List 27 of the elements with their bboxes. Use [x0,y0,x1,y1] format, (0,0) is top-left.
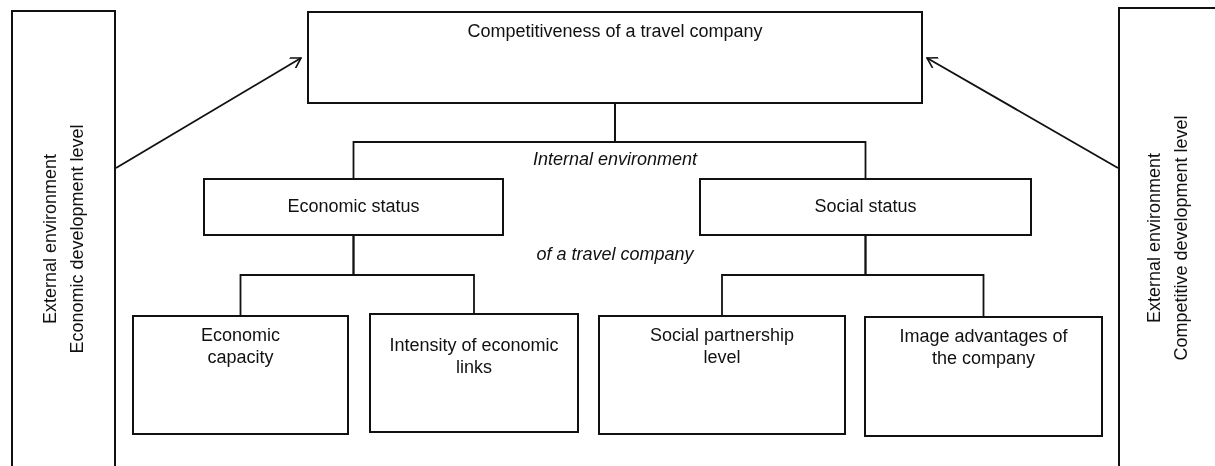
arrow [926,57,1119,169]
box-text: Social partnership level [648,325,796,369]
panel-text: External environment [1142,151,1165,325]
box-text: Competitiveness of a travel company [466,21,764,43]
connector-line [864,235,985,317]
arrow [115,57,302,169]
process-box [699,178,1032,236]
side-panel-box [11,10,116,466]
connector-line [614,103,867,179]
process-box [598,315,846,435]
box-text: Intensity of economic links [388,335,560,379]
process-box [132,315,349,435]
box-text: Economic status [286,196,421,218]
panel-text: External environment [38,152,61,327]
connector-line [352,235,475,314]
panel-text: Competitive development level [1169,113,1192,363]
panel-text: Economic development level [65,123,88,356]
annotation-text: Internal environment [532,149,698,170]
box-text: Economic capacity [200,325,281,369]
box-text: Social status [813,196,918,218]
process-box [369,313,579,433]
annotation-text: of a travel company [536,244,694,265]
side-panel-box [1118,7,1215,466]
process-box [307,11,923,104]
process-box [864,316,1103,437]
box-text: Image advantages of the company [898,326,1069,370]
process-box [203,178,504,236]
